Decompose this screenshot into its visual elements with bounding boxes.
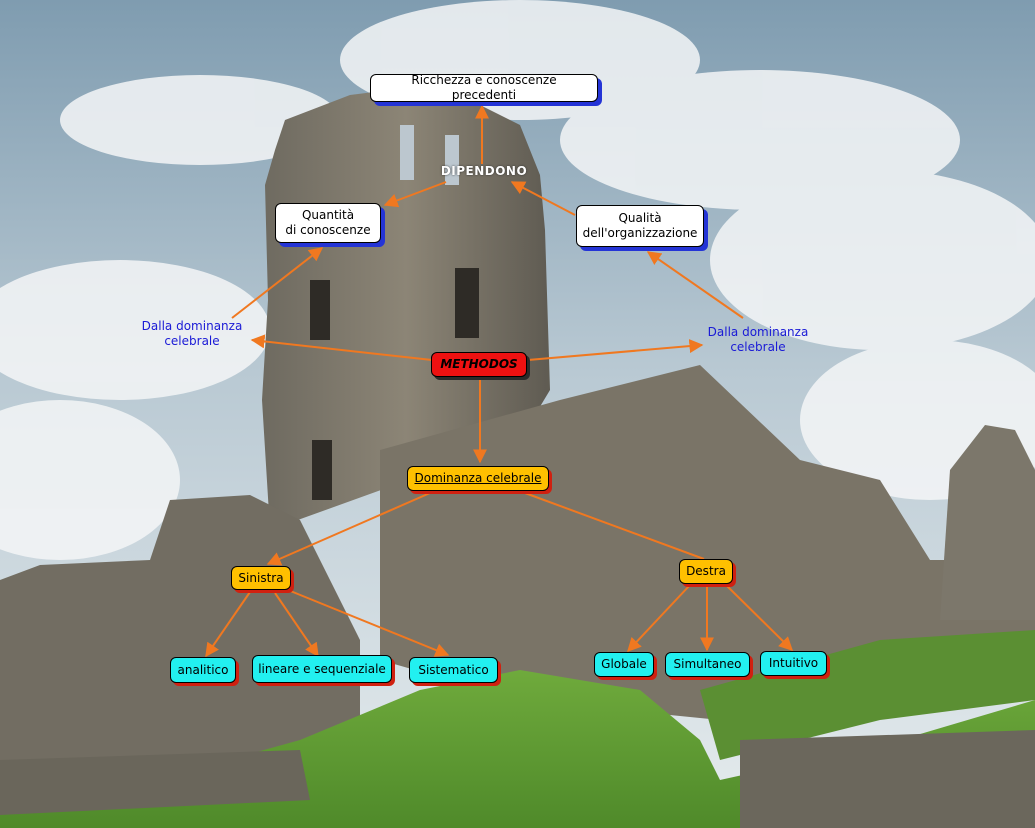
arrow-qualita-dipendono bbox=[510, 181, 576, 216]
arrow-sinistra-sistematico bbox=[287, 589, 450, 657]
label-dipendono: DIPENDONO bbox=[440, 164, 528, 178]
arrow-destra-globale bbox=[627, 584, 691, 653]
arrow-dominanza-sinistra bbox=[266, 492, 431, 566]
arrow-methodos-dalla-left bbox=[250, 334, 433, 361]
node-destra[interactable]: Destra bbox=[679, 559, 733, 584]
right-ruin bbox=[940, 425, 1035, 620]
arrow-quantita-dipendono bbox=[383, 181, 447, 208]
node-ricchezza[interactable]: Ricchezza e conoscenze precedenti bbox=[370, 73, 598, 102]
node-sinistra[interactable]: Sinistra bbox=[231, 566, 291, 590]
arrow-sinistra-analitico bbox=[205, 591, 251, 658]
arrow-sinistra-lineare bbox=[274, 592, 319, 658]
node-simultaneo[interactable]: Simultaneo bbox=[665, 652, 750, 677]
dominanza-label: Dominanza celebrale bbox=[414, 471, 542, 485]
arrow-destra-intuitivo bbox=[725, 584, 793, 651]
node-globale[interactable]: Globale bbox=[594, 652, 654, 677]
node-dominanza-celebrale[interactable]: Dominanza celebrale bbox=[407, 466, 549, 491]
label-dalla-dominanza-right: Dalla dominanza celebrale bbox=[707, 325, 809, 354]
node-analitico[interactable]: analitico bbox=[170, 657, 236, 683]
foreground-wall bbox=[740, 730, 1035, 828]
node-qualita[interactable]: Qualità dell'organizzazione bbox=[576, 205, 704, 247]
arrow-dalla-qualita bbox=[646, 251, 744, 319]
tower bbox=[262, 90, 550, 530]
arrow-dominanza-destra bbox=[524, 492, 705, 560]
node-sistematico[interactable]: Sistematico bbox=[409, 657, 498, 683]
arrow-dalla-quantita bbox=[231, 247, 324, 319]
node-quantita[interactable]: Quantità di conoscenze bbox=[275, 203, 381, 243]
node-lineare-sequenziale[interactable]: lineare e sequenziale bbox=[252, 655, 392, 683]
node-methodos[interactable]: METHODOS bbox=[431, 352, 527, 377]
arrow-methodos-dalla-right bbox=[527, 339, 704, 361]
label-dalla-dominanza-left: Dalla dominanza celebrale bbox=[141, 319, 243, 348]
node-intuitivo[interactable]: Intuitivo bbox=[760, 651, 827, 676]
main-wall bbox=[380, 365, 1035, 720]
